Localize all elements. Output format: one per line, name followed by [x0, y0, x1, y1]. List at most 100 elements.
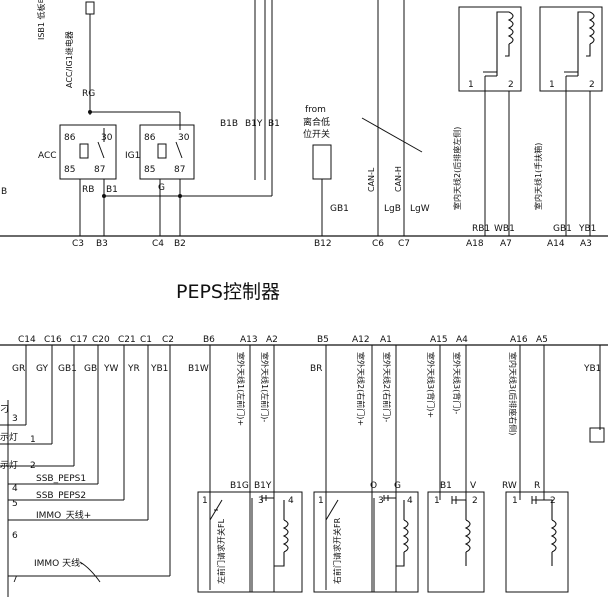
pin-b3: B3: [96, 239, 108, 249]
wire-b1y: B1Y: [245, 119, 263, 129]
pin-c20: C20: [92, 335, 110, 345]
wire-wb1: WB1: [494, 224, 515, 234]
fr-pin-3: 3: [378, 496, 384, 506]
ig1-relay-name: IG1: [125, 151, 140, 161]
end-4: 4: [12, 484, 18, 494]
wire-yb1-right: YB1: [583, 364, 601, 374]
wire-yb1-left: YB1: [150, 364, 168, 374]
pin-c17: C17: [70, 335, 88, 345]
front-right-antenna-module: [313, 345, 419, 593]
wire-yr: YR: [127, 364, 140, 374]
pin-a1: A1: [380, 335, 392, 345]
pin-c21: C21: [118, 335, 136, 345]
pin-c6: C6: [372, 239, 384, 249]
pin-c4: C4: [152, 239, 164, 249]
left-harness: [0, 345, 171, 597]
right-edge-component: [589, 427, 605, 443]
from-label: from: [305, 105, 326, 115]
wire-rw: RW: [502, 481, 517, 491]
svg-text:2: 2: [508, 80, 514, 90]
acc-relay-name: ACC: [38, 151, 57, 161]
wire-br: BR: [310, 364, 322, 374]
controller-title: PEPS控制器: [176, 281, 280, 303]
wire-rg: RG: [82, 89, 95, 99]
svg-text:1: 1: [549, 80, 555, 90]
wire-b1-trunk: B1: [440, 481, 452, 491]
fr-pin-4: 4: [407, 496, 413, 506]
interior-antenna-2: 1 2: [458, 6, 522, 236]
trunk-pin-2: 2: [472, 496, 478, 506]
wire-rb: RB: [82, 185, 94, 195]
clutch-switch-box: [312, 144, 332, 180]
wire-gb1-left: GB1: [58, 364, 77, 374]
fuse-label: ISB1 低板电路: [36, 0, 46, 40]
fuse-symbol: [85, 1, 95, 100]
svg-text:30: 30: [178, 133, 190, 143]
ig1-relay: 86 30 85 87: [139, 124, 195, 180]
pin-c14: C14: [18, 335, 36, 345]
wire-lgb: LgB: [384, 204, 401, 214]
signal-immo-plus: IMMO_天线+: [36, 509, 91, 521]
front-left-antenna-module: [197, 345, 303, 593]
pin-c3: C3: [72, 239, 84, 249]
end-6: 6: [12, 531, 18, 541]
svg-text:30: 30: [101, 133, 113, 143]
svg-text:87: 87: [94, 165, 105, 175]
svg-text:86: 86: [144, 133, 156, 143]
wire-rb1: RB1: [472, 224, 490, 234]
fr-pin-1: 1: [318, 496, 324, 506]
interior-antenna-1-label: 室内天线1(手扶箱): [533, 143, 543, 210]
can-l-label: CAN-L: [367, 167, 376, 192]
wire-gy: GY: [36, 364, 49, 374]
wire-o: O: [370, 481, 377, 491]
pin-b6: B6: [203, 335, 215, 345]
wire-gr: GR: [12, 364, 25, 374]
signal-ssb-peps1: SSB_PEPS1: [36, 474, 86, 484]
switch-label-1: 离合低: [303, 116, 330, 128]
front-left-switch-label: 左前门请求开关FL: [216, 518, 226, 584]
wire-g: G: [158, 183, 165, 193]
end-2: 2: [30, 461, 36, 471]
signal-immo-minus: IMMO 天线-: [34, 557, 83, 569]
svg-text:1: 1: [468, 80, 474, 90]
pin-c1: C1: [140, 335, 152, 345]
pin-a3: A3: [580, 239, 592, 249]
interior-antenna-2-label: 室内天线2(后排座左侧): [452, 127, 462, 210]
trunk-antenna-module: [427, 345, 485, 593]
switch-label-2: 位开关: [303, 128, 330, 140]
wire-gb1-ant1: GB1: [553, 224, 572, 234]
wire-g-fr: G: [394, 481, 401, 491]
pin-a18: A18: [466, 239, 484, 249]
pin-b12: B12: [314, 239, 332, 249]
pin-a2: A2: [266, 335, 278, 345]
rear-right-antenna-module: [505, 345, 569, 593]
wire-b1g: B1G: [230, 481, 249, 491]
svg-text:86: 86: [64, 133, 76, 143]
end-3: 3: [12, 414, 18, 424]
pin-b2: B2: [174, 239, 186, 249]
rr-pin-1: 1: [512, 496, 518, 506]
pin-a13: A13: [240, 335, 258, 345]
acc-ig1-label: ACC/IG1继电器: [64, 31, 74, 88]
indicator-1: 示灯: [0, 432, 18, 443]
fragment-top: 刁: [0, 405, 9, 415]
wire-gb1-clutch: GB1: [330, 204, 349, 214]
fl-pin-4: 4: [288, 496, 294, 506]
svg-text:87: 87: [174, 165, 185, 175]
fl-pin-3: 3: [258, 496, 264, 506]
wire-b1: B1: [106, 185, 118, 195]
pin-b5: B5: [317, 335, 329, 345]
wire-yw: YW: [103, 364, 118, 374]
trunk-pin-1: 1: [434, 496, 440, 506]
rr-pin-2: 2: [550, 496, 556, 506]
pin-a4: A4: [456, 335, 468, 345]
can-h-label: CAN-H: [394, 166, 403, 192]
svg-text:85: 85: [144, 165, 155, 175]
outdoor-antenna-3-minus: 室外天线3(背门)-: [452, 352, 462, 414]
svg-text:2: 2: [589, 80, 595, 90]
pin-a7: A7: [500, 239, 512, 249]
signal-ssb-peps2: SSB_PEPS2: [36, 491, 86, 501]
wire-gb: GB: [84, 364, 97, 374]
